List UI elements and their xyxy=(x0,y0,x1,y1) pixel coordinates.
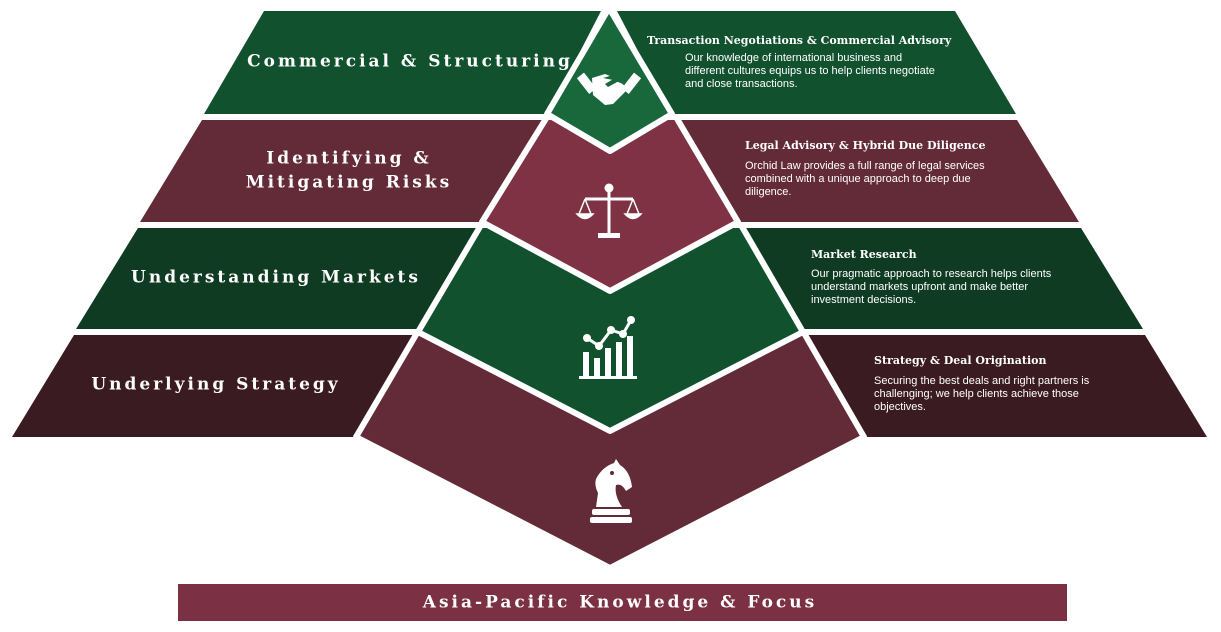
right-body-strategy-2: challenging; we help clients achieve tho… xyxy=(874,388,1079,400)
left-label-markets: Understanding Markets xyxy=(131,268,421,288)
right-band-strategy xyxy=(807,335,1207,437)
right-body-risks-1: Orchid Law provides a full range of lega… xyxy=(745,160,985,172)
right-body-risks-3: diligence. xyxy=(745,186,791,198)
right-body-strategy-3: objectives. xyxy=(874,401,926,413)
right-body-strategy-1: Securing the best deals and right partne… xyxy=(874,375,1090,387)
handshake-icon xyxy=(576,72,642,105)
left-label-risks-line1: Identifying & xyxy=(266,149,432,169)
right-body-markets-2: understand markets upfront and make bett… xyxy=(811,281,1028,293)
base-label: Asia-Pacific Knowledge & Focus xyxy=(422,593,817,613)
right-body-markets-3: investment decisions. xyxy=(811,294,916,306)
right-body-markets-1: Our pragmatic approach to research helps… xyxy=(811,268,1052,280)
left-band-markets xyxy=(76,228,478,329)
right-band-commercial xyxy=(617,11,1016,114)
right-heading-markets: Market Research xyxy=(811,248,917,261)
left-label-commercial: Commercial & Structuring xyxy=(247,52,573,72)
chess-knight-icon xyxy=(590,459,632,523)
left-band-risks xyxy=(140,120,545,222)
right-band-risks xyxy=(676,120,1079,222)
growth-chart-icon xyxy=(579,316,637,379)
base-bar xyxy=(178,584,1067,621)
right-body-commercial-1: Our knowledge of international business … xyxy=(685,52,902,64)
left-label-strategy: Underlying Strategy xyxy=(91,375,340,395)
right-heading-strategy: Strategy & Deal Origination xyxy=(874,354,1047,367)
right-band-markets xyxy=(742,228,1143,329)
right-body-commercial-3: and close transactions. xyxy=(685,78,798,90)
right-heading-commercial: Transaction Negotiations & Commercial Ad… xyxy=(647,34,952,47)
left-label-risks-line2: Mitigating Risks xyxy=(246,173,452,193)
right-heading-risks: Legal Advisory & Hybrid Due Diligence xyxy=(745,139,985,152)
left-band-commercial xyxy=(204,11,601,114)
scales-icon xyxy=(575,183,643,238)
left-band-strategy xyxy=(12,335,415,437)
right-body-risks-2: combined with a unique approach to deep … xyxy=(745,173,971,185)
right-body-commercial-2: different cultures equips us to help cli… xyxy=(685,65,935,77)
